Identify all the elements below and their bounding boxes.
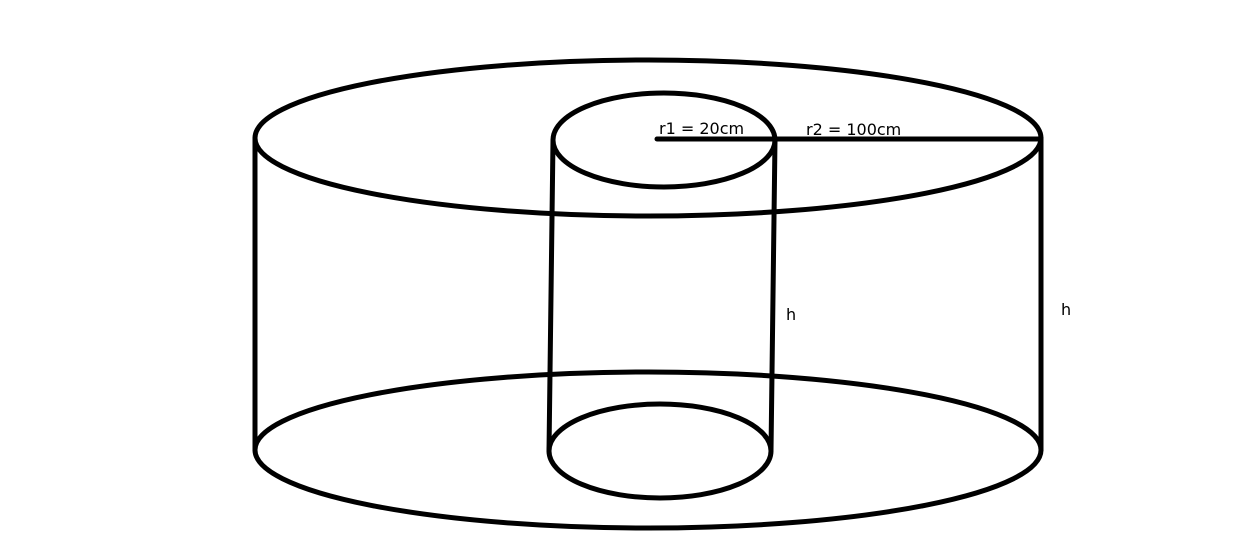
label-h-inner: h xyxy=(786,305,796,324)
label-r1: r1 = 20cm xyxy=(659,119,744,138)
outer-cylinder-bottom-front xyxy=(252,447,1044,531)
outer-cylinder-bottom-back xyxy=(252,369,1044,453)
inner-cylinder-bottom xyxy=(546,401,774,501)
label-h-outer: h xyxy=(1061,300,1071,319)
inner-cylinder-right-edge xyxy=(768,137,778,454)
label-r2: r2 = 100cm xyxy=(806,120,901,139)
inner-cylinder-left-edge xyxy=(546,137,556,454)
